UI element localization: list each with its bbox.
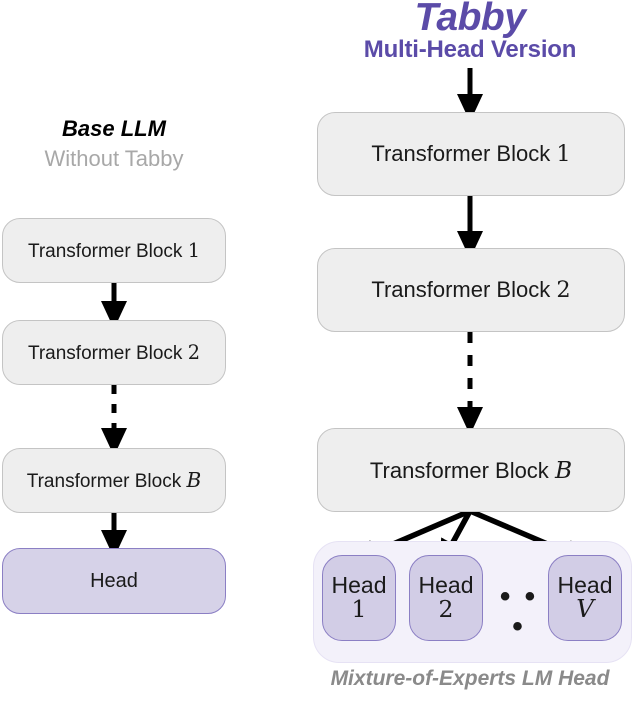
right-transformer-block-2: Transformer Block 2 [317,248,625,332]
right-transformer-block-b: Transformer Block B [317,428,625,512]
left-block-2-index: 2 [187,340,201,364]
right-block-b-index: B [554,456,573,484]
left-transformer-block-2: Transformer Block 2 [2,320,226,385]
head-2-index: 2 [438,594,454,623]
page-subtitle-multihead: Multi-Head Version [363,36,577,63]
left-column-title: Base LLM [62,116,166,141]
right-transformer-block-1: Transformer Block 1 [317,112,625,196]
left-column-subtitle: Without Tabby [44,146,184,171]
left-block-1-index: 1 [187,238,201,262]
left-transformer-block-b: Transformer Block B [2,448,226,513]
left-block-1-prefix: Transformer Block [27,240,188,262]
head-box-v: Head V [548,555,622,641]
left-transformer-block-1: Transformer Block 1 [2,218,226,283]
head-2-label: Head [418,572,474,599]
page-title-tabby: Tabby [414,0,526,39]
left-block-2-prefix: Transformer Block [27,342,188,364]
head-v-index: V [576,594,594,624]
head-1-label: Head [331,572,387,599]
head-1-index: 1 [351,594,367,623]
heads-ellipsis: • • • [499,580,539,643]
right-block-1-index: 1 [556,141,571,167]
right-block-b-prefix: Transformer Block [369,457,555,483]
left-block-b-index: B [186,468,202,492]
right-block-2-index: 2 [556,277,571,303]
right-block-2-prefix: Transformer Block [371,277,557,302]
left-head-box: Head [2,548,226,614]
right-block-1-prefix: Transformer Block [371,141,557,166]
moe-caption: Mixture-of-Experts LM Head [330,667,610,690]
head-box-1: Head 1 [322,555,396,641]
left-head-label: Head [90,569,138,592]
head-v-label: Head [557,571,613,598]
head-box-2: Head 2 [409,555,483,641]
left-block-b-prefix: Transformer Block [26,471,187,492]
